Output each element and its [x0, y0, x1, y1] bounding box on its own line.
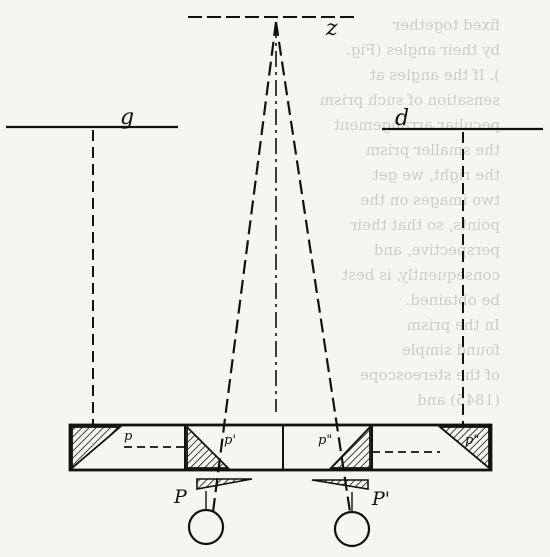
- wedge-prism-right: [311, 479, 369, 490]
- label-d: d: [395, 106, 409, 131]
- left-eye: [187, 508, 225, 546]
- label-g: g: [120, 105, 134, 130]
- bleed-through-line: found simple: [402, 341, 500, 359]
- bleed-through-line: (1845) and: [417, 391, 500, 409]
- bleed-through-line: be obtained.: [405, 291, 500, 309]
- label-p-prime: p': [224, 433, 236, 448]
- prism-inner-left: [186, 424, 231, 469]
- label-P-prime: P': [371, 488, 390, 510]
- bleed-through-line: perspective, and: [373, 241, 500, 259]
- prism-box: [68, 423, 493, 472]
- bleed-through-line: ). If the angles at: [370, 66, 500, 84]
- right-eye: [333, 510, 371, 548]
- prism-outer-left: [71, 426, 123, 470]
- bleed-through-line: sensation of such prism: [320, 91, 500, 109]
- bleed-through-line: consequently, is best: [342, 266, 500, 284]
- label-P: P: [173, 486, 188, 508]
- label-z: z: [325, 16, 338, 41]
- bleed-through-line: of the stereoscope: [360, 366, 500, 384]
- left-visual-ray: [211, 21, 278, 513]
- right-visual-ray: [274, 21, 352, 513]
- bleed-through-line: fixed together: [392, 16, 500, 34]
- bleed-through-line: the smaller prism: [366, 141, 500, 159]
- bleed-through-line: by their angles (Fig.: [346, 41, 500, 59]
- prism-outer-right: [437, 426, 490, 470]
- bleed-through-line: the right, we get: [373, 166, 500, 184]
- prism-inner-right: [328, 424, 371, 469]
- bleed-through-group: fixed together by their angles (Fig. ). If…: [320, 16, 500, 409]
- bleed-through-line: In the prism: [407, 316, 500, 334]
- label-p-double-prime-right: p": [465, 433, 479, 448]
- wedge-prism-left: [196, 478, 253, 490]
- label-p-double-prime: p": [318, 433, 332, 448]
- bleed-through-line: two images on the: [360, 191, 500, 209]
- label-p: p: [124, 429, 133, 444]
